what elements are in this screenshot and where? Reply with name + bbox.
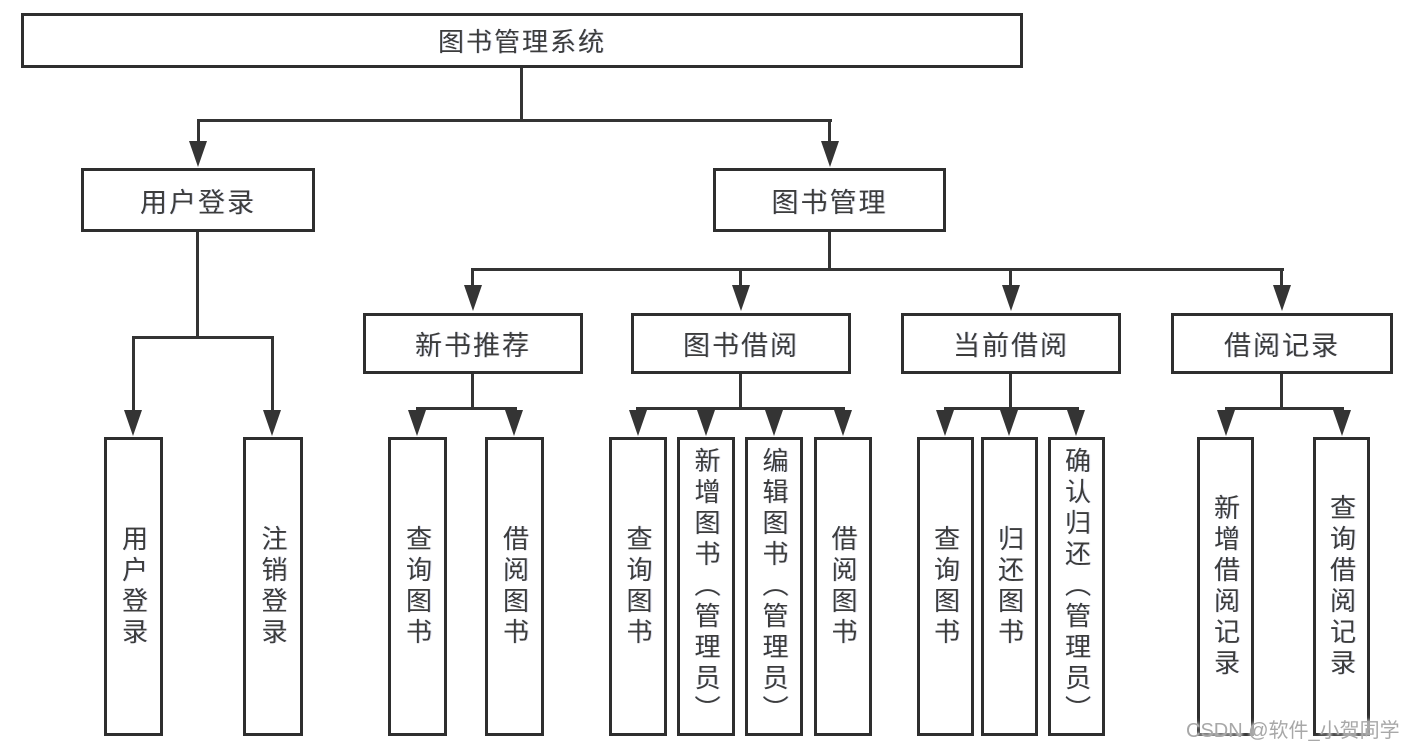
node-label: 编辑图书（管理员） <box>759 447 789 726</box>
node-label: 查询图书 <box>930 524 961 649</box>
leaf-query-books-borrow: 查询图书 <box>609 437 667 736</box>
arrowhead-icon <box>505 410 523 436</box>
arrowhead-icon <box>1333 410 1351 436</box>
leaf-query-books-recommend: 查询图书 <box>388 437 447 736</box>
arrowhead-icon <box>765 410 783 436</box>
connector-line <box>197 119 200 145</box>
leaf-logout: 注销登录 <box>243 437 303 736</box>
leaf-borrow-books: 借阅图书 <box>814 437 872 736</box>
node-label: 查询借阅记录 <box>1326 493 1357 680</box>
node-label: 当前借阅 <box>953 331 1069 361</box>
connector-line <box>271 336 274 414</box>
connector-line <box>739 374 742 410</box>
leaf-borrow-books-recommend: 借阅图书 <box>485 437 544 736</box>
leaf-add-borrow-record: 新增借阅记录 <box>1197 437 1254 736</box>
node-label: 确认归还（管理员） <box>1061 447 1092 726</box>
arrowhead-icon <box>1217 410 1235 436</box>
connector-line <box>1280 268 1283 290</box>
arrowhead-icon <box>1002 285 1020 311</box>
node-label: 注销登录 <box>258 524 288 649</box>
node-label: 新书推荐 <box>415 331 531 361</box>
node-new-book-recommendation: 新书推荐 <box>363 313 583 374</box>
connector-line <box>132 336 135 414</box>
node-user-login: 用户登录 <box>81 168 315 232</box>
connector-line <box>739 268 742 290</box>
arrowhead-icon <box>464 285 482 311</box>
leaf-query-books-current: 查询图书 <box>917 437 974 736</box>
arrowhead-icon <box>629 410 647 436</box>
node-label: 用户登录 <box>118 524 149 649</box>
arrowhead-icon <box>936 410 954 436</box>
leaf-add-book-admin: 新增图书（管理员） <box>677 437 735 736</box>
node-label: 借阅图书 <box>828 524 858 649</box>
leaf-confirm-return-admin: 确认归还（管理员） <box>1048 437 1105 736</box>
arrowhead-icon <box>1273 285 1291 311</box>
node-label: 用户登录 <box>140 187 256 218</box>
connector-line <box>1225 407 1344 410</box>
connector-line <box>196 232 199 336</box>
node-current-borrowing: 当前借阅 <box>901 313 1121 374</box>
node-label: 图书借阅 <box>683 331 799 361</box>
connector-line <box>944 407 1079 410</box>
arrowhead-icon <box>124 410 142 436</box>
connector-line <box>197 119 832 122</box>
leaf-query-borrow-record: 查询借阅记录 <box>1313 437 1370 736</box>
connector-line <box>416 407 517 410</box>
leaf-edit-book-admin: 编辑图书（管理员） <box>745 437 803 736</box>
arrowhead-icon <box>821 141 839 167</box>
arrowhead-icon <box>834 410 852 436</box>
leaf-user-login: 用户登录 <box>104 437 163 736</box>
arrowhead-icon <box>1000 410 1018 436</box>
connector-line <box>1009 268 1012 290</box>
connector-line <box>828 119 831 145</box>
connector-line <box>520 68 523 122</box>
arrowhead-icon <box>697 410 715 436</box>
connector-line <box>1280 374 1283 410</box>
leaf-return-book: 归还图书 <box>981 437 1038 736</box>
node-label: 新增借阅记录 <box>1210 493 1241 680</box>
connector-line <box>1009 374 1012 410</box>
node-label: 查询图书 <box>402 524 433 649</box>
arrowhead-icon <box>263 410 281 436</box>
node-label: 借阅记录 <box>1224 331 1340 361</box>
node-label: 借阅图书 <box>499 524 530 649</box>
connector-line <box>132 336 274 339</box>
connector-line <box>471 374 474 410</box>
arrowhead-icon <box>408 410 426 436</box>
connector-line <box>471 268 474 290</box>
node-label: 图书管理 <box>771 187 888 218</box>
node-label: 查询图书 <box>623 524 653 649</box>
arrowhead-icon <box>732 285 750 311</box>
node-book-borrowing: 图书借阅 <box>631 313 851 374</box>
watermark: CSDN @软件_小贺同学 <box>1186 720 1400 742</box>
node-label: 归还图书 <box>994 524 1025 649</box>
node-label: 图书管理系统 <box>437 27 606 57</box>
connector-line <box>828 232 831 268</box>
connector-line <box>636 407 845 410</box>
node-borrowing-records: 借阅记录 <box>1171 313 1393 374</box>
node-library-management-system: 图书管理系统 <box>21 13 1023 68</box>
arrowhead-icon <box>189 141 207 167</box>
connector-line <box>471 268 1284 271</box>
node-book-management: 图书管理 <box>713 168 946 232</box>
arrowhead-icon <box>1067 410 1085 436</box>
node-label: 新增图书（管理员） <box>691 447 721 726</box>
